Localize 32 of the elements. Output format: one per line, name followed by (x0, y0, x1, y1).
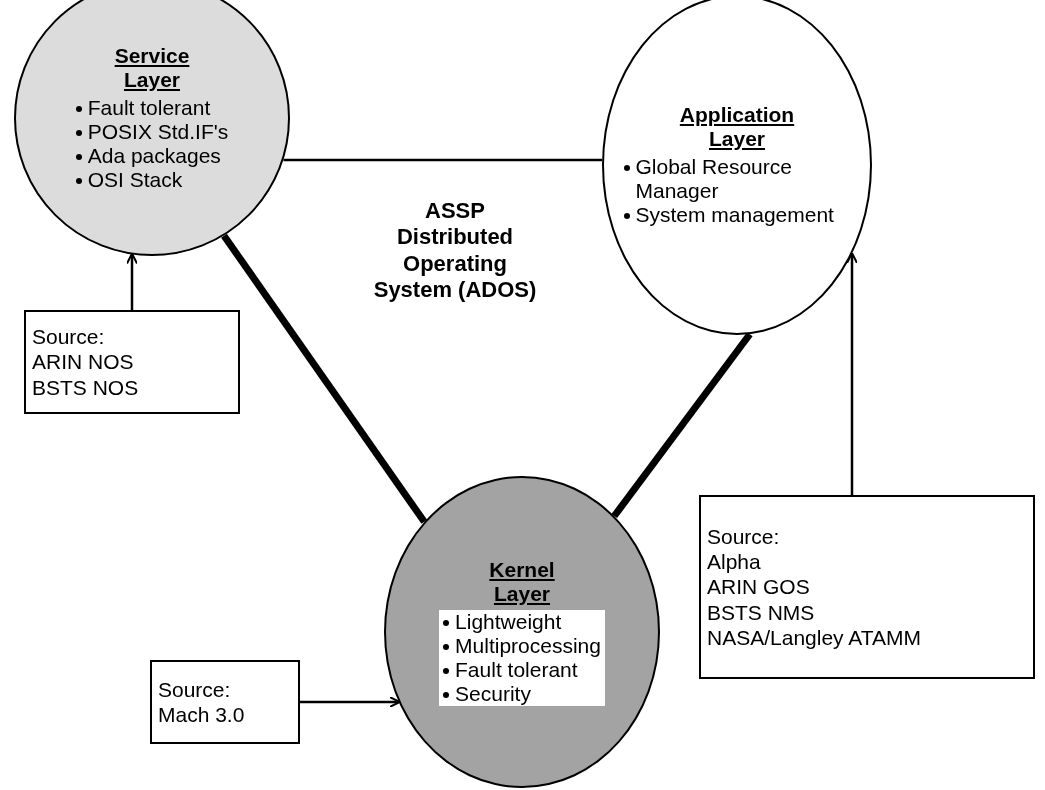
bullet-text: Fault tolerant (87, 95, 211, 120)
layer-heading: Kernel Layer (488, 557, 556, 606)
source-text: BSTS NMS (707, 599, 816, 625)
bullet-text: Lightweight (455, 609, 562, 634)
connector-line (611, 332, 753, 519)
connector-line (283, 158, 603, 162)
center-label: ASSP Distributed Operating System (ADOS) (372, 198, 538, 304)
bullet-text: Security (455, 682, 531, 707)
source-text: Alpha (707, 549, 762, 575)
source-text: Mach 3.0 (158, 702, 246, 728)
layer-heading: Application Layer (678, 102, 796, 151)
layer-heading: Service Layer (113, 43, 191, 92)
source-text: NASA/Langley ATAMM (707, 624, 922, 650)
source-box (150, 660, 300, 744)
source-text: BSTS NOS (32, 374, 140, 400)
source-text: Source: (707, 524, 781, 550)
connector-line (126, 252, 138, 310)
bullet-text: Multiprocessing (455, 634, 601, 659)
connector-line (221, 233, 428, 524)
bullet-text: OSI Stack (87, 168, 183, 193)
bullet-text: POSIX Std.IF's (87, 120, 229, 145)
source-text: Source: (32, 324, 106, 350)
bullet-text: Global Resource Manager (635, 154, 793, 204)
source-text: ARIN NOS (32, 349, 135, 375)
source-box (699, 495, 1035, 679)
source-text: ARIN GOS (707, 574, 811, 600)
bullet-text: Fault tolerant (455, 658, 578, 683)
connector-line (300, 696, 401, 708)
bullet-text: Ada packages (87, 144, 221, 169)
bullet-text: System management (635, 203, 834, 228)
source-text: Source: (158, 676, 232, 702)
source-box (24, 310, 240, 414)
